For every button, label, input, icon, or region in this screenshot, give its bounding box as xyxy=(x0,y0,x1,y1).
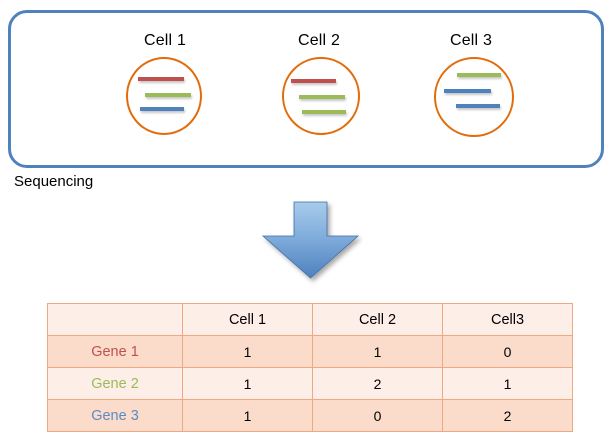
column-header-cell-1: Cell 1 xyxy=(182,303,313,336)
count-gene2-cell1: 1 xyxy=(182,367,313,400)
count-gene1-cell2: 1 xyxy=(312,335,443,368)
cell-group-3: Cell 3 xyxy=(416,31,526,156)
count-gene3-cell1: 1 xyxy=(182,399,313,432)
cells-panel: Cell 1 Cell 2 Cell 3 xyxy=(8,10,604,168)
cell-group-1: Cell 1 xyxy=(110,31,220,156)
gene-line-cell2-gene2-a xyxy=(299,95,345,99)
count-gene3-cell3: 2 xyxy=(442,399,573,432)
gene-line-cell2-gene2-b xyxy=(302,110,346,114)
gene-line-cell1-gene2 xyxy=(145,93,191,97)
count-gene1-cell1: 1 xyxy=(182,335,313,368)
count-gene2-cell3: 1 xyxy=(442,367,573,400)
gene-line-cell3-gene3-b xyxy=(456,104,500,108)
cell-membrane-circle-2 xyxy=(282,57,360,135)
row-header-gene-2: Gene 2 xyxy=(47,367,183,400)
cell-label-1: Cell 1 xyxy=(143,32,187,49)
cell-label-2: Cell 2 xyxy=(297,32,341,49)
row-header-gene-1: Gene 1 xyxy=(47,335,183,368)
down-arrow-icon xyxy=(261,201,360,279)
gene-line-cell1-gene1 xyxy=(138,77,184,81)
gene-line-cell3-gene2 xyxy=(457,73,501,77)
table-row: Gene 3 1 0 2 xyxy=(47,399,573,432)
cell-group-2: Cell 2 xyxy=(264,31,374,156)
gene-line-cell1-gene3 xyxy=(140,107,184,111)
table-row: Gene 1 1 1 0 xyxy=(47,335,573,368)
column-header-cell-2: Cell 2 xyxy=(312,303,443,336)
column-header-cell-3: Cell3 xyxy=(442,303,573,336)
cell-membrane-circle-3 xyxy=(434,57,514,137)
cell-label-3: Cell 3 xyxy=(449,32,493,49)
gene-line-cell3-gene3-a xyxy=(444,89,491,93)
expression-count-table: Cell 1 Cell 2 Cell3 Gene 1 1 1 0 Gene 2 … xyxy=(47,303,573,432)
gene-line-cell2-gene1 xyxy=(291,79,336,83)
cell-membrane-circle-1 xyxy=(126,57,202,135)
table-header-row: Cell 1 Cell 2 Cell3 xyxy=(47,303,573,336)
table-row: Gene 2 1 2 1 xyxy=(47,367,573,400)
count-gene1-cell3: 0 xyxy=(442,335,573,368)
count-gene3-cell2: 0 xyxy=(312,399,443,432)
sequencing-label: Sequencing xyxy=(14,173,94,190)
row-header-gene-3: Gene 3 xyxy=(47,399,183,432)
count-gene2-cell2: 2 xyxy=(312,367,443,400)
table-corner-cell xyxy=(47,303,183,336)
